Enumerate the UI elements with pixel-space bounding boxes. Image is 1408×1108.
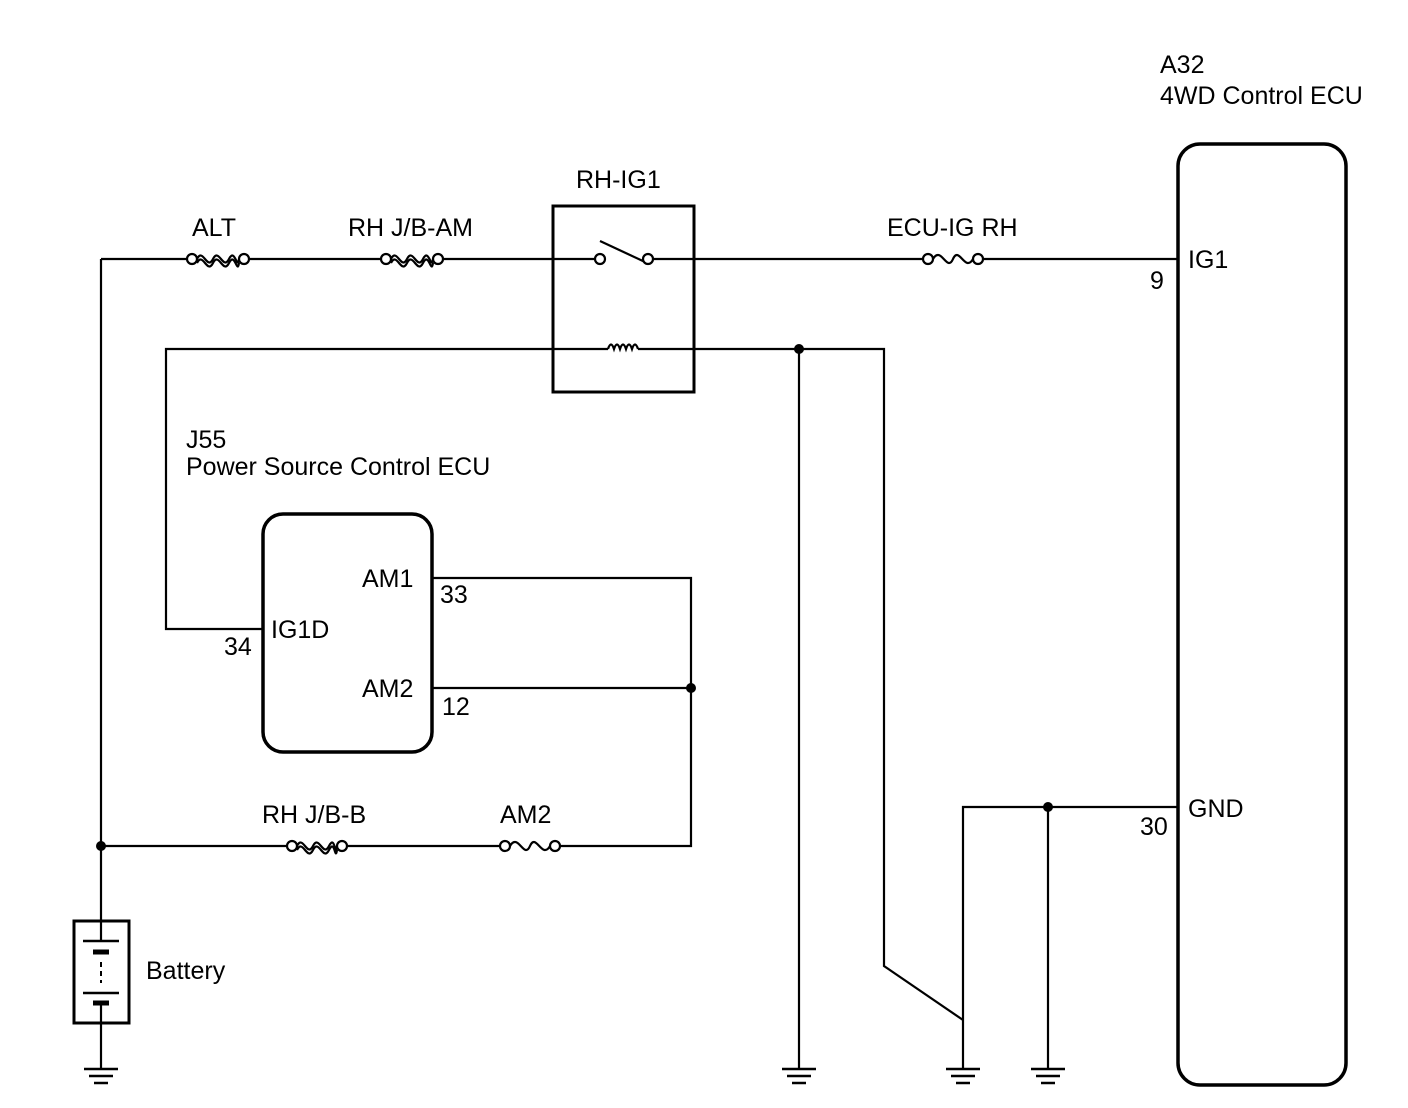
fuse-alt-terminal-left — [185, 252, 199, 266]
fuse-rh-jb-am: RH J/B-AM — [348, 214, 473, 268]
battery: Battery — [72, 259, 226, 1069]
fuse-am2-element — [509, 840, 551, 852]
fuse-ecu-ig-rh: ECU-IG RH — [887, 214, 1018, 266]
wire-gnd-pin — [961, 805, 1178, 1069]
pin-am2-number: 12 — [442, 693, 470, 721]
junction-gnd — [1043, 802, 1053, 812]
ecu-4wd-connector-label: A32 — [1160, 51, 1204, 79]
fuse-am2-terminal-left — [498, 839, 512, 853]
fuse-rh-jb-b-element-b — [296, 845, 339, 855]
pin-am2-name: AM2 — [362, 675, 413, 703]
wire-ig1d-to-coil — [164, 347, 608, 631]
fuse-alt-label: ALT — [192, 214, 236, 242]
ground-battery — [84, 1067, 118, 1085]
relay-rh-ig1: RH-IG1 — [551, 166, 696, 394]
pin-ig1-name: IG1 — [1188, 246, 1228, 274]
pin-ig1-number: 9 — [1150, 267, 1164, 295]
fuse-rh-jb-am-element-b — [390, 258, 435, 268]
relay-box — [551, 204, 696, 394]
fuse-rh-jb-am-label: RH J/B-AM — [348, 214, 473, 242]
ecu-power-connector-label: J55 — [186, 426, 226, 454]
pin-am1-number: 33 — [440, 581, 468, 609]
fuse-am2: AM2 — [498, 801, 562, 853]
fuse-rh-jb-b-element-a — [296, 841, 339, 851]
fuse-ecu-ig-rh-element — [932, 253, 974, 265]
fuse-rh-jb-am-terminal-right — [431, 252, 445, 266]
ecu-4wd-name-label: 4WD Control ECU — [1160, 82, 1363, 110]
wire-am1-to-am2-fuse — [432, 576, 693, 848]
gnd-wiring — [961, 802, 1178, 1069]
fuse-alt-element-b — [196, 258, 241, 268]
pin-am1-name: AM1 — [362, 565, 413, 593]
am-circuit — [101, 576, 696, 848]
ecu-power-box — [261, 512, 434, 754]
junction-battery — [96, 841, 106, 851]
ecu-power-name-label: Power Source Control ECU — [186, 453, 490, 481]
relay-switch-contact — [599, 240, 646, 263]
ground-coil — [782, 1067, 816, 1085]
fuse-rh-jb-b-terminal-left — [285, 839, 299, 853]
fuse-alt: ALT — [185, 214, 251, 268]
fuse-am2-terminal-right — [548, 839, 562, 853]
pin-gnd-name: GND — [1188, 795, 1244, 823]
relay-label: RH-IG1 — [576, 166, 661, 194]
ecu-4wd-box — [1176, 142, 1348, 1087]
pin-ig1d-number: 34 — [224, 633, 252, 661]
battery-label: Battery — [146, 957, 226, 985]
relay-coil — [606, 343, 640, 353]
relay-switch-terminal-right — [641, 252, 655, 266]
fuse-ecu-ig-rh-terminal-left — [921, 252, 935, 266]
pin-gnd-number: 30 — [1140, 813, 1168, 841]
fuse-rh-jb-am-element-a — [390, 254, 435, 264]
fuse-alt-terminal-right — [237, 252, 251, 266]
wire-coil-to-ground — [638, 347, 964, 1021]
fuse-ecu-ig-rh-terminal-right — [971, 252, 985, 266]
fuse-alt-element-a — [196, 254, 241, 264]
fuse-rh-jb-b-label: RH J/B-B — [262, 801, 366, 829]
relay-switch-terminal-left — [593, 252, 607, 266]
ground-gnd-1 — [946, 1067, 980, 1085]
pin-ig1d-name: IG1D — [271, 616, 329, 644]
fuse-rh-jb-b: RH J/B-B — [262, 801, 366, 855]
junction-coil — [794, 344, 804, 354]
ecu-power-source-control: J55 Power Source Control ECU AM1 33 IG1D… — [186, 426, 490, 754]
junction-am — [686, 683, 696, 693]
fuse-rh-jb-am-terminal-left — [379, 252, 393, 266]
ground-gnd-2 — [1031, 1067, 1065, 1085]
ecu-4wd-control: A32 4WD Control ECU IG1 9 GND 30 — [1140, 51, 1363, 1087]
fuse-am2-label: AM2 — [500, 801, 551, 829]
fuse-rh-jb-b-terminal-right — [335, 839, 349, 853]
fuse-ecu-ig-rh-label: ECU-IG RH — [887, 214, 1018, 242]
coil-circuit — [164, 344, 964, 1069]
